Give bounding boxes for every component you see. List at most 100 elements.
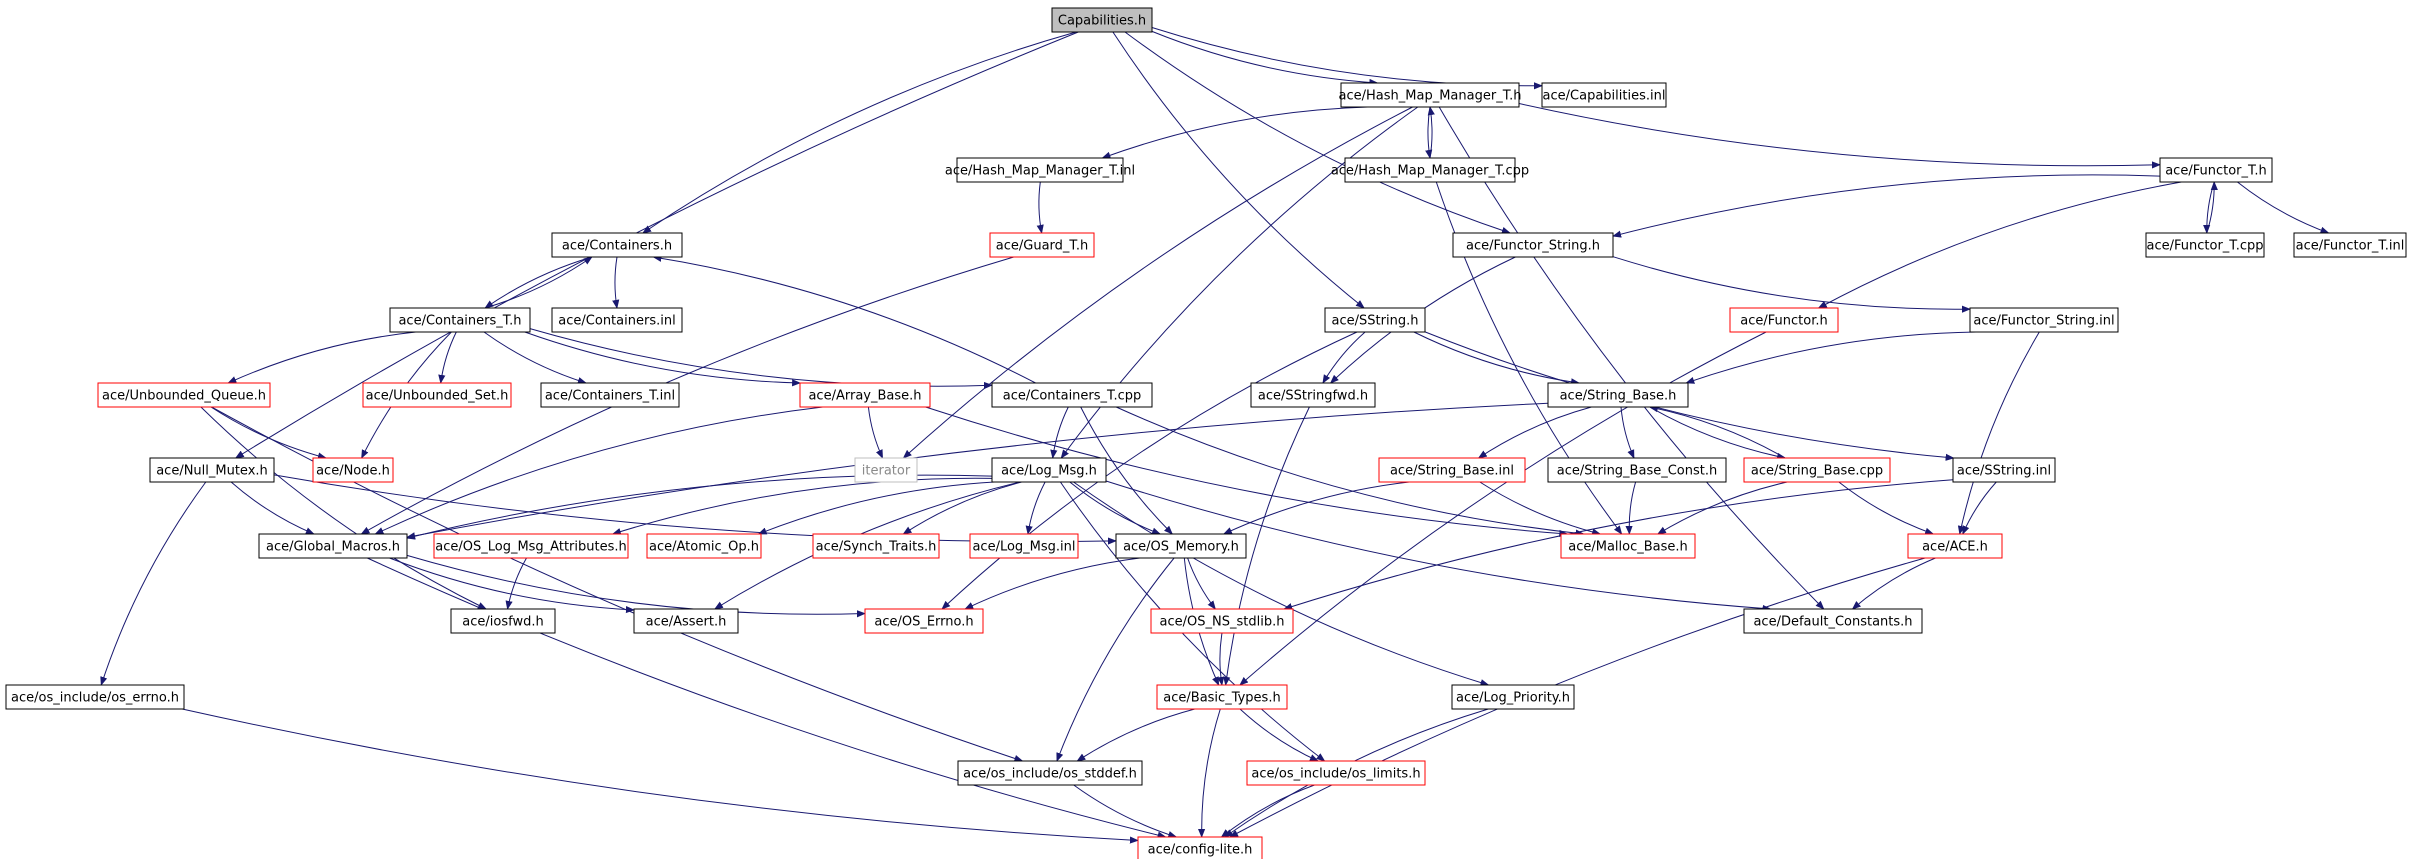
node-box: [2145, 232, 2265, 258]
edge-containers_t_cpp-to-log_msg_h: [1050, 406, 1069, 459]
node-sstring_h[interactable]: ace/SString.h: [1324, 307, 1426, 333]
node-box: [1729, 307, 1839, 333]
node-ace_h[interactable]: ace/ACE.h: [1907, 533, 2003, 559]
node-box: [1246, 760, 1426, 786]
edge-sstring_inl-to-os_ns_stdlib_h: [1283, 479, 1954, 610]
node-capabilities_h[interactable]: Capabilities.h: [1051, 7, 1153, 33]
node-containers_h[interactable]: ace/Containers.h: [551, 232, 683, 258]
edge-null_mutex_h-to-os_memory_h: [273, 474, 1117, 545]
edge-log_msg_h-to-default_constants_h: [1105, 480, 1772, 613]
node-global_macros_h[interactable]: ace/Global_Macros.h: [258, 533, 408, 559]
node-box: [1451, 684, 1575, 710]
node-guard_t_h[interactable]: ace/Guard_T.h: [989, 232, 1095, 258]
node-basic_types_h[interactable]: ace/Basic_Types.h: [1156, 684, 1288, 710]
edge-log_msg_h-to-log_priority_h: [1073, 481, 1490, 687]
node-os_include_os_errno_h[interactable]: ace/os_include/os_errno.h: [5, 684, 185, 710]
edge-capabilities_h-to-containers_h: [642, 31, 1077, 234]
node-box: [991, 457, 1107, 483]
edge-sstring_h-to-sstring_inl: [1424, 331, 1955, 461]
node-label: ace/Functor_T.h: [2165, 164, 2267, 179]
node-os_memory_h[interactable]: ace/OS_Memory.h: [1115, 533, 1247, 559]
node-synch_traits_h[interactable]: ace/Synch_Traits.h: [812, 533, 940, 559]
node-os_ns_stdlib_h[interactable]: ace/OS_NS_stdlib.h: [1150, 608, 1294, 634]
node-label: iterator: [862, 464, 911, 479]
node-config_lite_h[interactable]: ace/config-lite.h: [1137, 836, 1263, 859]
node-log_priority_h[interactable]: ace/Log_Priority.h: [1451, 684, 1575, 710]
node-malloc_base_h[interactable]: ace/Malloc_Base.h: [1560, 533, 1696, 559]
node-functor_t_cpp[interactable]: ace/Functor_T.cpp: [2145, 232, 2265, 258]
node-label: ace/Basic_Types.h: [1163, 691, 1280, 706]
node-hash_map_manager_t_h[interactable]: ace/Hash_Map_Manager_T.h: [1339, 82, 1522, 108]
node-containers_inl[interactable]: ace/Containers.inl: [551, 307, 683, 333]
node-node_h[interactable]: ace/Node.h: [312, 457, 394, 483]
edge-capabilities_h-to-capabilities_inl: [1151, 27, 1543, 90]
node-label: ace/Functor_String.inl: [1973, 314, 2114, 329]
node-os_errno_h[interactable]: ace/OS_Errno.h: [864, 608, 984, 634]
node-unbounded_queue_h[interactable]: ace/Unbounded_Queue.h: [97, 382, 271, 408]
node-string_base_cpp[interactable]: ace/String_Base.cpp: [1743, 457, 1891, 483]
node-unbounded_set_h[interactable]: ace/Unbounded_Set.h: [362, 382, 512, 408]
edge-string_base_h-to-string_base_inl: [1477, 406, 1592, 459]
edge-layer: [100, 27, 2330, 844]
node-default_constants_h[interactable]: ace/Default_Constants.h: [1743, 608, 1923, 634]
node-null_mutex_h[interactable]: ace/Null_Mutex.h: [149, 457, 275, 483]
node-hash_map_manager_t_inl[interactable]: ace/Hash_Map_Manager_T.inl: [945, 157, 1135, 183]
node-functor_h[interactable]: ace/Functor.h: [1729, 307, 1839, 333]
node-containers_t_cpp[interactable]: ace/Containers_T.cpp: [991, 382, 1153, 408]
node-box: [957, 760, 1143, 786]
node-box: [258, 533, 408, 559]
node-box: [1952, 457, 2056, 483]
node-containers_t_h[interactable]: ace/Containers_T.h: [389, 307, 531, 333]
edge-log_msg_h-to-log_msg_inl: [1025, 481, 1046, 535]
node-os_include_os_limits_h[interactable]: ace/os_include/os_limits.h: [1246, 760, 1426, 786]
node-label: ace/config-lite.h: [1148, 843, 1253, 858]
node-label: ace/Log_Msg.h: [1001, 464, 1097, 479]
node-string_base_inl[interactable]: ace/String_Base.inl: [1378, 457, 1526, 483]
node-label: ace/Assert.h: [646, 615, 727, 630]
node-containers_t_inl[interactable]: ace/Containers_T.inl: [540, 382, 680, 408]
node-string_base_const_h[interactable]: ace/String_Base_Const.h: [1547, 457, 1727, 483]
node-label: ace/Functor.h: [1740, 314, 1827, 329]
node-box: [149, 457, 275, 483]
edge-os_include_os_stddef_h-to-config_lite_h: [1073, 784, 1178, 838]
edge-containers_t_cpp-to-containers_h: [652, 254, 1036, 384]
edge-sstring_h-to-string_base_h: [1413, 331, 1580, 386]
node-os_log_msg_attributes_h[interactable]: ace/OS_Log_Msg_Attributes.h: [433, 533, 629, 559]
edge-containers_t_h-to-containers_t_cpp: [529, 328, 993, 390]
node-iterator[interactable]: iterator: [854, 457, 918, 483]
node-assert_h[interactable]: ace/Assert.h: [633, 608, 739, 634]
node-atomic_op_h[interactable]: ace/Atomic_Op.h: [646, 533, 762, 559]
edge-basic_types_h-to-config_lite_h: [1197, 708, 1221, 838]
node-box: [1156, 684, 1288, 710]
node-label: ace/String_Base.inl: [1390, 464, 1514, 479]
node-hash_map_manager_t_cpp[interactable]: ace/Hash_Map_Manager_T.cpp: [1331, 157, 1529, 183]
node-array_base_h[interactable]: ace/Array_Base.h: [799, 382, 931, 408]
node-box: [1340, 82, 1520, 108]
node-box: [312, 457, 394, 483]
node-sstringfwd_h[interactable]: ace/SStringfwd.h: [1250, 382, 1376, 408]
node-box: [450, 608, 556, 634]
node-capabilities_inl[interactable]: ace/Capabilities.inl: [1541, 82, 1667, 108]
edge-log_msg_h-to-atomic_op_h: [757, 481, 995, 535]
node-box: [956, 157, 1124, 183]
node-sstring_inl[interactable]: ace/SString.inl: [1952, 457, 2056, 483]
edge-global_macros_h-to-os_errno_h: [406, 554, 866, 618]
node-functor_string_h[interactable]: ace/Functor_String.h: [1452, 232, 1614, 258]
node-box: [812, 533, 940, 559]
node-iosfwd_h[interactable]: ace/iosfwd.h: [450, 608, 556, 634]
edge-containers_t_h-to-unbounded_queue_h: [227, 331, 416, 384]
node-label: ace/Log_Msg.inl: [972, 540, 1075, 555]
edge-os_include_os_errno_h-to-config_lite_h: [182, 708, 1139, 844]
edge-array_base_h-to-malloc_base_h: [925, 406, 1569, 537]
node-log_msg_h[interactable]: ace/Log_Msg.h: [991, 457, 1107, 483]
edge-string_base_cpp-to-string_base_h: [1648, 405, 1786, 459]
edge-functor_t_h-to-functor_t_inl: [2237, 181, 2330, 234]
node-functor_t_h[interactable]: ace/Functor_T.h: [2159, 157, 2273, 183]
node-string_base_h[interactable]: ace/String_Base.h: [1547, 382, 1689, 408]
node-box: [1115, 533, 1247, 559]
node-functor_string_inl[interactable]: ace/Functor_String.inl: [1969, 307, 2119, 333]
node-os_include_os_stddef_h[interactable]: ace/os_include/os_stddef.h: [957, 760, 1143, 786]
node-log_msg_inl[interactable]: ace/Log_Msg.inl: [969, 533, 1079, 559]
node-functor_t_inl[interactable]: ace/Functor_T.inl: [2293, 232, 2407, 258]
